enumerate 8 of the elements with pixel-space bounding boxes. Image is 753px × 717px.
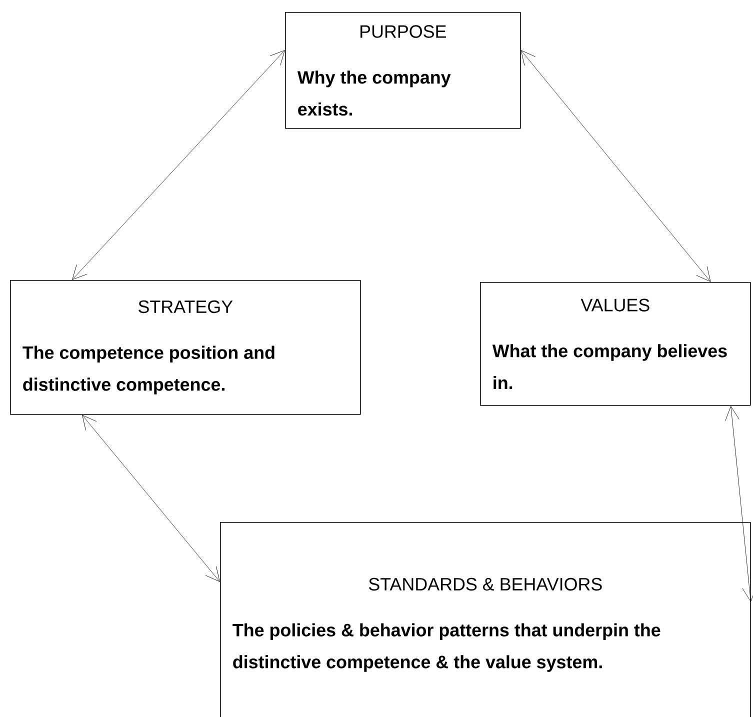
text-box: VALUES What the company believes in. — [480, 282, 751, 406]
arrow — [520, 50, 711, 282]
arrow — [725, 406, 753, 602]
arrow — [72, 50, 285, 280]
text-box: STANDARDS & BEHAVIORS The policies & behavior patterns that underpin the distinctive competence & the value system. — [220, 522, 751, 717]
text-box: PURPOSE Why the company exists. — [285, 12, 521, 129]
arrow — [82, 414, 220, 582]
text-box: STRATEGY The competence position and distinctive competence. — [10, 280, 361, 415]
